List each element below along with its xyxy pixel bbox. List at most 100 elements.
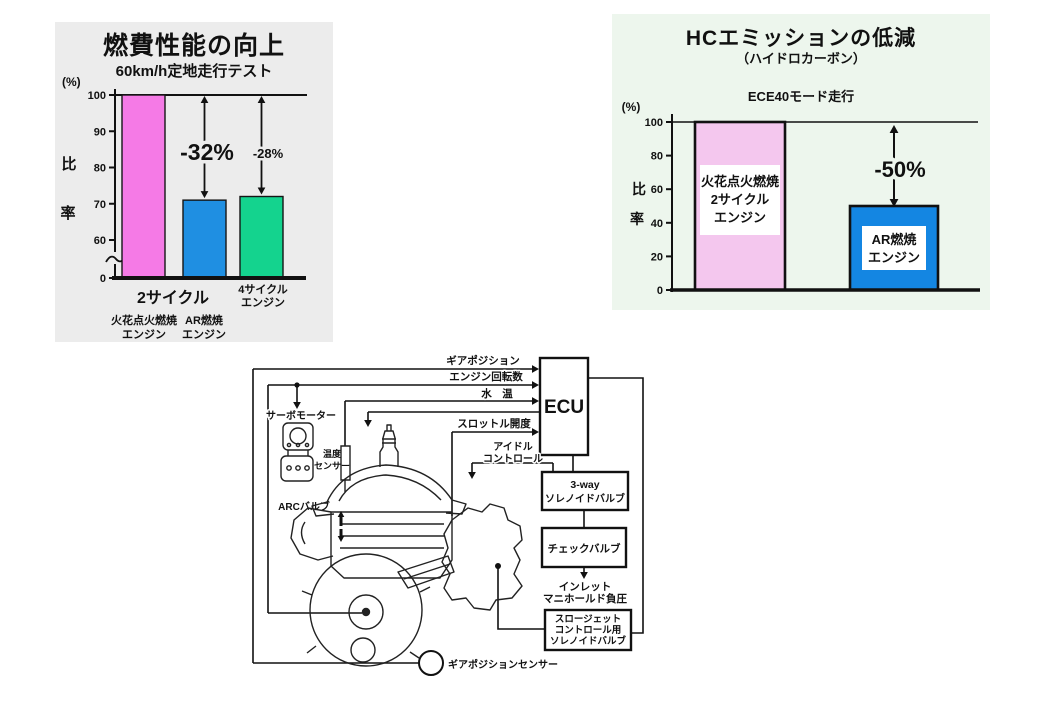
arrowhead-up	[200, 96, 209, 103]
unit-label: (%)	[622, 100, 641, 114]
water-temp-label: 水 温	[480, 387, 513, 400]
hc-emission-chart: 100806040200(%)比率火花点火燃焼2サイクルエンジンAR燃焼エンジン…	[622, 100, 980, 297]
cooling-fins	[340, 523, 444, 549]
ecu-box	[538, 356, 590, 457]
hc-emission-chart-panel: HCエミッションの低減 （ハイドロカーボン） ECE40モード走行 100 80 6…	[612, 14, 990, 310]
arrowhead-right	[532, 365, 539, 373]
head-flanges	[311, 499, 467, 517]
bar-0	[121, 94, 166, 279]
x-group-label: 2サイクル	[137, 289, 209, 307]
bar-0-label: エンジン	[714, 210, 766, 225]
crankcase-lower-boss	[350, 637, 376, 663]
y-axis-label: 比	[632, 181, 646, 197]
circle	[295, 465, 301, 471]
y-tick-label: 0	[100, 273, 106, 285]
ecu-label: ECU	[544, 397, 584, 418]
bar-1-label: エンジン	[868, 250, 920, 265]
x-label-4stroke: エンジン	[241, 296, 285, 309]
exhaust-detail	[300, 521, 306, 545]
rect	[280, 455, 314, 482]
crankshaft-center	[361, 607, 371, 617]
arrowhead-right	[532, 381, 539, 389]
arrowhead-right	[532, 397, 539, 405]
y-tick-label: 100	[88, 90, 106, 102]
bar-sublabel: エンジン	[182, 328, 226, 341]
circle	[286, 442, 292, 448]
circle	[286, 465, 292, 471]
arrowhead-down	[337, 536, 345, 542]
arrowhead-up	[889, 125, 899, 133]
crankcase-hub	[348, 594, 384, 630]
circle	[295, 442, 301, 448]
idle-control-label: アイドル	[493, 441, 533, 453]
arrowhead-right	[532, 428, 539, 436]
arrowhead-down	[257, 187, 266, 195]
y-tick-label: 20	[651, 251, 663, 263]
wire	[588, 377, 644, 634]
bar-1-label-box	[862, 226, 926, 270]
bar-0-label: 火花点火燃焼	[701, 174, 779, 189]
path	[287, 450, 309, 456]
inlet-manifold-label: インレット	[559, 581, 612, 593]
y-tick-label: 0	[657, 285, 663, 297]
circle	[304, 465, 310, 471]
y-tick-label: 100	[645, 117, 663, 129]
y-tick-label: 90	[94, 126, 106, 138]
slow-jet-solenoid-valve-box	[543, 608, 633, 652]
wire-junction	[495, 563, 501, 569]
spark-plug-detail	[382, 424, 396, 444]
engine-rpm-label: エンジン回転数	[449, 370, 523, 383]
cylinder-block	[330, 511, 453, 579]
check-valve-box	[540, 526, 628, 569]
annotation-50: -50%	[874, 157, 925, 182]
three-way-label: ソレノイドバルブ	[545, 492, 625, 505]
bar-1-label: AR燃焼	[872, 232, 917, 247]
bar-2	[239, 195, 284, 279]
arrowhead-down	[364, 420, 372, 427]
y-axis-label: 率	[60, 204, 75, 222]
bar-0-label-box	[700, 165, 780, 235]
three-way-solenoid-valve-box	[540, 470, 630, 512]
cylinder-head-inner	[338, 474, 442, 502]
servo-motor-label: サーボモーター	[266, 409, 336, 422]
x-label-4stroke: 4サイクル	[238, 283, 288, 296]
circle	[289, 427, 307, 445]
annotation-28: -28%	[253, 146, 284, 161]
slow-jet-label: ソレノイドバルブ	[550, 635, 627, 647]
y-tick-label: 60	[94, 235, 106, 247]
crankcase-lugs	[301, 586, 431, 659]
y-tick-label: 80	[651, 151, 663, 163]
arc-valve-flow-arrows	[337, 511, 345, 542]
annotation-32: -32%	[180, 139, 234, 165]
wire	[497, 568, 545, 630]
temp-sensor-icon	[340, 445, 351, 492]
temp-sensor-label: センサー	[314, 461, 350, 471]
hc-chart-mode-label: ECE40モード走行	[747, 89, 855, 104]
arrowhead-down	[468, 472, 476, 479]
hc-chart-subtitle: （ハイドロカーボン）	[736, 51, 866, 66]
bar-0-label: 2サイクル	[711, 192, 770, 207]
cylinder-head	[326, 464, 453, 503]
hc-chart-title: HCエミッションの低減	[685, 27, 917, 50]
temp-sensor-label: 温度	[323, 448, 342, 459]
arrowhead-down	[889, 199, 899, 207]
fuel-chart-subtitle: 60km/h定地走行テスト	[115, 63, 273, 80]
gear-position-sensor-label: ギアポジションセンサー	[448, 658, 558, 671]
bar-1	[182, 199, 227, 279]
exhaust-arc-valve-body	[290, 507, 334, 561]
bar-sublabel: AR燃焼	[185, 313, 223, 327]
arrowhead-down	[580, 572, 588, 579]
idle-control-label: コントロール	[483, 453, 543, 465]
gear-position-label: ギアポジション	[446, 354, 520, 367]
y-tick-label: 70	[94, 199, 106, 211]
fuel-chart-title: 燃費性能の向上	[102, 32, 285, 60]
bar-sublabel: 火花点火燃焼	[111, 313, 177, 327]
spark-plug	[379, 430, 399, 467]
y-tick-label: 60	[651, 184, 663, 196]
arrowhead-up	[337, 511, 345, 517]
arrowhead-up	[257, 96, 266, 103]
y-tick-label: 40	[651, 218, 663, 230]
gear-position-sensor-icon	[418, 650, 444, 676]
